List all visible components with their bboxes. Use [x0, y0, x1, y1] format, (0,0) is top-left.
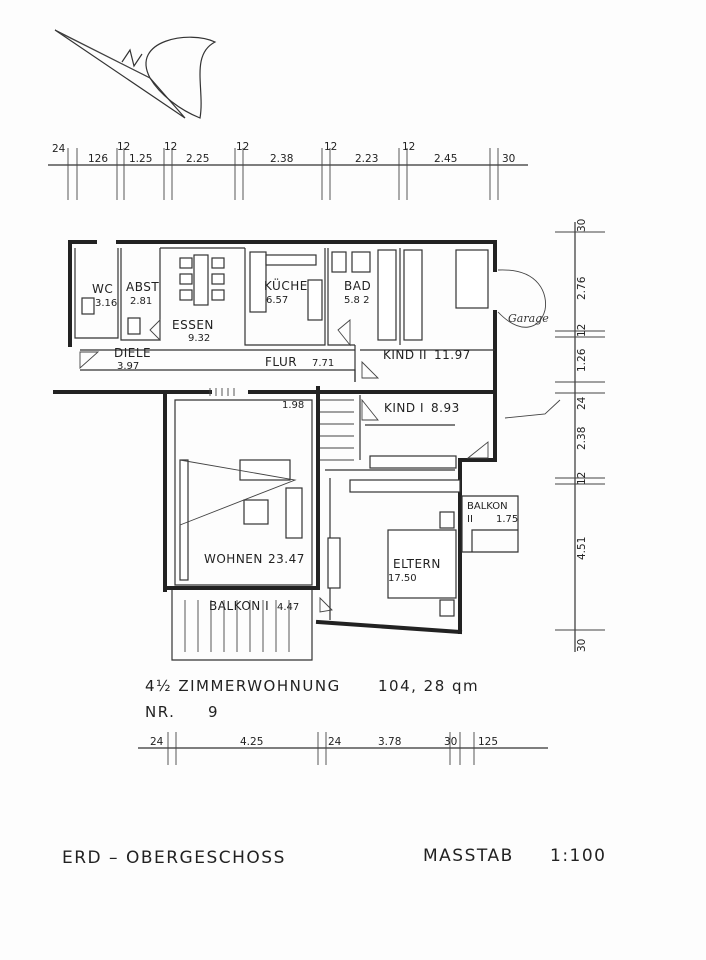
- dim-top-6: 2.25: [186, 153, 209, 165]
- fixtures: [81, 249, 489, 617]
- dim-top-5: 12: [164, 141, 177, 153]
- room-abst-name: ABST: [126, 280, 159, 294]
- floor-name: ERD – OBERGESCHOSS: [62, 848, 286, 868]
- dim-right-9: 30: [576, 639, 588, 652]
- room-eltern-name: ELTERN: [393, 557, 441, 571]
- dim-top-12: 2.45: [434, 153, 457, 165]
- dim-right-1: 30: [576, 219, 588, 232]
- dim-right-3: 12: [576, 324, 588, 337]
- room-essen-area: 9.32: [188, 333, 210, 344]
- room-labels: WC 3.16 ABST 2.81 KÜCHE 6.57 BAD 5.8 2 E…: [92, 277, 518, 613]
- room-kind1-area: 8.93: [431, 401, 460, 415]
- dim-top-9: 12: [324, 141, 337, 153]
- room-kueche-area: 6.57: [266, 295, 288, 306]
- dim-top-2: 126: [88, 153, 108, 165]
- apartment-type: 4½ ZIMMERWOHNUNG: [145, 677, 341, 695]
- room-flur-name: FLUR: [265, 355, 297, 369]
- dim-right-2: 2.76: [576, 276, 588, 300]
- room-eltern-area: 17.50: [388, 573, 417, 584]
- room-essen-name: ESSEN: [172, 318, 214, 332]
- dim-top-8: 2.38: [270, 153, 293, 165]
- room-kueche-name: KÜCHE: [264, 277, 308, 293]
- dim-top-4: 1.25: [129, 153, 152, 165]
- dimension-chain-top: 24 126 12 1.25 12 2.25 12 2.38 12 2.23 1…: [48, 141, 528, 200]
- north-arrow-icon: [54, 29, 217, 119]
- dim-top-3: 12: [117, 141, 130, 153]
- dim-bottom-5: 30: [444, 736, 457, 748]
- plan-footer: ERD – OBERGESCHOSS MASSTAB 1:100: [62, 846, 607, 868]
- room-kind1-name: KIND I: [384, 401, 424, 415]
- room-balkon1-area: 4.47: [277, 602, 299, 613]
- dim-bottom-1: 24: [150, 736, 164, 748]
- room-kind2-area: 11.97: [434, 348, 471, 362]
- dim-bottom-3: 24: [328, 736, 342, 748]
- scale-label: MASSTAB: [423, 846, 514, 866]
- plan-caption: 4½ ZIMMERWOHNUNG 104, 28 qm NR. 9: [145, 677, 479, 721]
- scale-value: 1:100: [550, 846, 607, 866]
- dimension-chain-bottom: 24 4.25 24 3.78 30 125: [138, 732, 548, 765]
- room-wc-area: 3.16: [95, 298, 117, 309]
- dim-bottom-6: 125: [478, 736, 498, 748]
- room-wc-name: WC: [92, 282, 113, 296]
- dim-top-1: 24: [52, 143, 66, 155]
- apartment-nr-value: 9: [208, 703, 219, 721]
- dim-top-11: 12: [402, 141, 415, 153]
- room-diele-name: DIELE: [114, 346, 151, 360]
- room-bad-area: 5.8 2: [344, 295, 369, 306]
- room-balkon2-name: BALKON: [467, 501, 508, 512]
- room-diele-area: 3.97: [117, 361, 139, 372]
- room-kind2-name: KIND II: [383, 348, 427, 362]
- balcony-1: [171, 590, 313, 661]
- dimension-chain-right: 30 2.76 12 1.26 24 2.38 12 4.51 30: [555, 219, 605, 652]
- interior-walls: [74, 247, 495, 620]
- dim-top-10: 2.23: [355, 153, 378, 165]
- dim-right-4: 1.26: [576, 348, 588, 372]
- garage-note: Garage: [497, 269, 561, 419]
- apartment-area: 104, 28 qm: [378, 677, 479, 695]
- dim-right-5: 24: [576, 396, 588, 410]
- room-flur-area: 7.71: [312, 358, 334, 369]
- door-swings: [79, 318, 489, 613]
- room-abst-area: 2.81: [130, 296, 152, 307]
- garage-label: Garage: [508, 312, 549, 325]
- room-wohnen-name: WOHNEN: [204, 552, 263, 566]
- balcony-2: [461, 495, 519, 553]
- dim-right-8: 4.51: [576, 537, 588, 560]
- room-wohnen-area: 23.47: [268, 552, 305, 566]
- room-balkon2-area: 1.75: [496, 514, 518, 525]
- exterior-walls: [53, 240, 497, 635]
- stair-hatching: [209, 388, 354, 461]
- door-mark-label: 1.98: [282, 400, 304, 411]
- dim-right-7: 12: [576, 472, 588, 485]
- room-balkon2-line2: II: [467, 514, 473, 525]
- dim-right-6: 2.38: [576, 427, 588, 450]
- room-balkon1-name: BALKON I: [209, 599, 269, 613]
- apartment-nr-label: NR.: [145, 703, 175, 721]
- dim-top-13: 30: [502, 153, 515, 165]
- dim-bottom-2: 4.25: [240, 736, 263, 748]
- room-bad-name: BAD: [344, 279, 371, 293]
- dim-top-7: 12: [236, 141, 249, 153]
- dim-bottom-4: 3.78: [378, 736, 401, 748]
